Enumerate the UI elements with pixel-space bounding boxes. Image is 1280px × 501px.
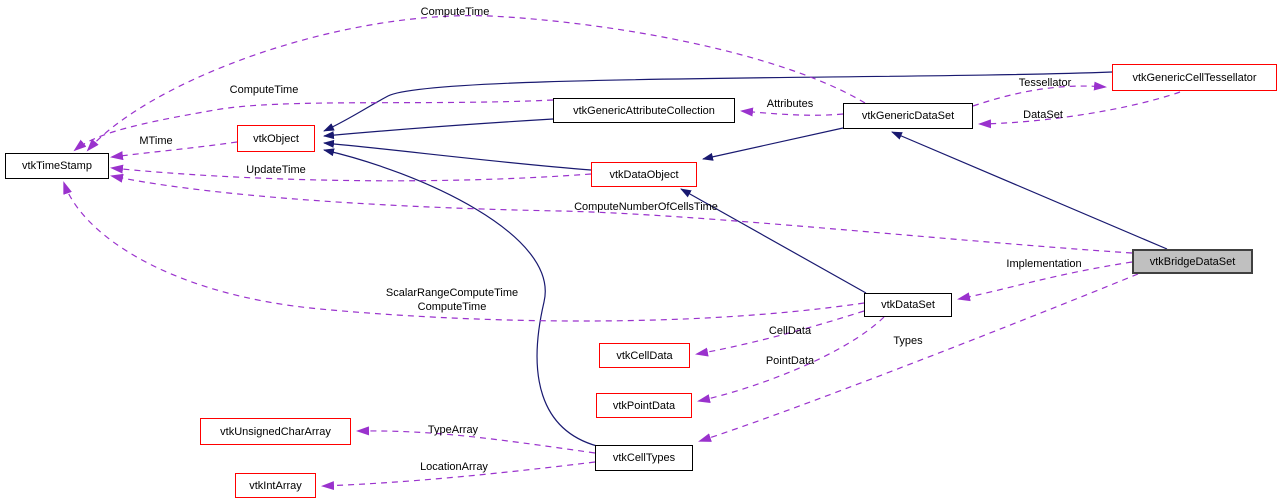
edge-computenumberofcellstime-bridgedataset-to-timestamp (110, 173, 1133, 254)
node-vtkdataobject[interactable]: vtkDataObject (591, 162, 697, 187)
edge-computetime-genericdataset-to-timestamp (86, 15, 866, 152)
node-vtkgenericattributecollection[interactable]: vtkGenericAttributeCollection (553, 98, 735, 123)
node-vtkintarray[interactable]: vtkIntArray (235, 473, 316, 498)
edge-label-computetime-attr: ComputeTime (229, 84, 299, 96)
edge-label-mtime: MTime (139, 135, 173, 147)
edge-label-attributes: Attributes (766, 98, 814, 110)
edge-label-computetime-top: ComputeTime (420, 6, 490, 18)
edge-dataset-tessellator-to-genericdataset (978, 91, 1181, 129)
edge-attributecollection-to-object (323, 118, 554, 140)
node-vtkpointdata[interactable]: vtkPointData (596, 393, 692, 418)
edge-dataobject-to-object (323, 139, 592, 171)
edge-label-tessellator: Tessellator (1018, 77, 1072, 89)
edge-label-typearray: TypeArray (427, 424, 479, 436)
edge-computetime-attributecollection-to-timestamp (73, 99, 554, 152)
edge-tessellator-to-object (323, 71, 1113, 132)
node-vtkcelltypes[interactable]: vtkCellTypes (595, 445, 693, 471)
edge-pointdata-dataset-to-pointdata (697, 316, 885, 403)
edge-tessellator-genericdataset-to-tessellator (972, 81, 1107, 107)
edge-mtime-object-to-timestamp (110, 141, 238, 161)
edge-attributes-genericdataset-to-attributecollection (740, 107, 844, 117)
edge-types-bridgedataset-to-celltypes (698, 273, 1139, 442)
edge-label-pointdata: PointData (765, 355, 815, 367)
node-vtkgenericcelltessellator[interactable]: vtkGenericCellTessellator (1112, 64, 1277, 91)
edge-implementation-bridgedataset-to-dataset (957, 261, 1133, 302)
node-vtkdataset[interactable]: vtkDataSet (864, 293, 952, 317)
edge-label-updatetime: UpdateTime (246, 164, 306, 176)
node-vtkcelldata[interactable]: vtkCellData (599, 343, 690, 368)
edge-celltypes-to-object (323, 148, 598, 447)
node-vtkgenericdataset[interactable]: vtkGenericDataSet (843, 103, 973, 129)
node-vtkbridgedataset: vtkBridgeDataSet (1132, 249, 1253, 274)
node-vtkunsignedchararray[interactable]: vtkUnsignedCharArray (200, 418, 351, 445)
edge-genericdataset-to-dataobject (702, 127, 844, 161)
edge-bridgedataset-to-genericdataset (891, 131, 1168, 250)
edge-label-implementation: Implementation (1006, 258, 1082, 270)
node-vtkobject[interactable]: vtkObject (237, 125, 315, 152)
edge-label-scalarrange-line2: ComputeTime (417, 301, 487, 313)
edge-label-celldata: CellData (768, 325, 812, 337)
edge-locationarray-celltypes-to-intarray (321, 461, 596, 491)
node-vtktimestamp[interactable]: vtkTimeStamp (5, 153, 109, 179)
edge-scalarrangecomputetime-dataset-to-timestamp (63, 181, 865, 322)
edge-updatetime-dataobject-to-timestamp (110, 164, 592, 182)
edge-label-locationarray: LocationArray (420, 461, 488, 473)
edge-dataset-to-dataobject (680, 188, 867, 294)
edge-label-dataset: DataSet (1023, 109, 1063, 121)
edge-label-types: Types (893, 335, 923, 347)
edge-label-computenumberofcellstime: ComputeNumberOfCellsTime (574, 201, 718, 213)
edge-typearray-celltypes-to-unsignedchararray (356, 426, 596, 454)
edge-label-scalarrange-line1: ScalarRangeComputeTime (385, 287, 519, 299)
edge-celldata-dataset-to-celldata (695, 310, 865, 357)
